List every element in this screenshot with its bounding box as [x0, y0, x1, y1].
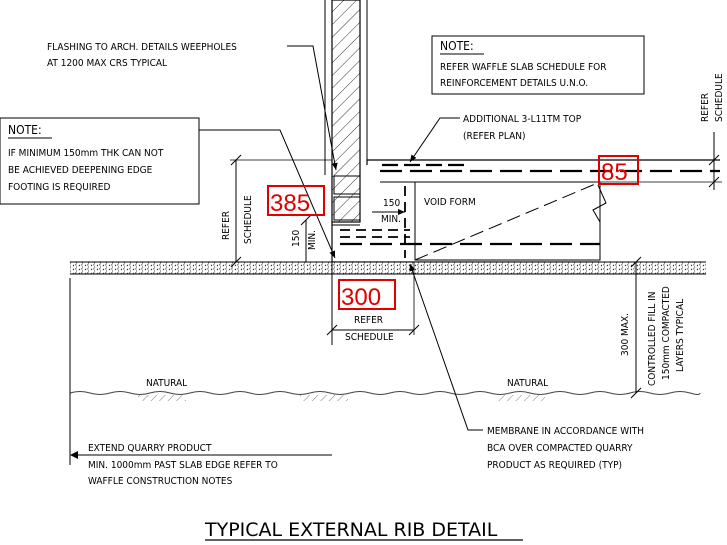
dim-150-horizontal: 150 [383, 198, 400, 209]
flashing-note-line-2: AT 1200 MAX CRS TYPICAL [47, 58, 167, 69]
note-left-title: NOTE: [8, 123, 42, 137]
leader-lines [70, 45, 483, 459]
refer-right-line-2: SCHEDULE [714, 73, 725, 122]
note-right-line-2: REINFORCEMENT DETAILS U.N.O. [440, 78, 588, 89]
refer-bottom-line-2: SCHEDULE [345, 332, 394, 343]
refer-right-line-1: REFER [700, 93, 711, 122]
dimension-lines [230, 132, 722, 399]
membrane-note-line-1: MEMBRANE IN ACCORDANCE WITH [487, 426, 644, 437]
annotation-300: 300 [341, 284, 381, 311]
natural-ground [69, 391, 701, 401]
refer-left-line-2: SCHEDULE [243, 195, 254, 244]
reinforcement [340, 163, 720, 258]
void-form-label: VOID FORM [424, 197, 476, 208]
max-300-label: 300 MAX. [620, 313, 631, 356]
fill-note-line-1: CONTROLLED FILL IN [647, 292, 658, 387]
note-right-title: NOTE: [440, 39, 474, 53]
additional-bars-line-2: (REFER PLAN) [463, 131, 525, 142]
natural-label-right: NATURAL [507, 378, 548, 389]
void-form [414, 181, 607, 261]
note-left-line-2: BE ACHIEVED DEEPENING EDGE [8, 165, 153, 176]
fill-note-line-2: 150mm COMPACTED [661, 286, 672, 380]
note-left-line-3: FOOTING IS REQUIRED [8, 182, 110, 193]
dim-min-vertical: MIN. [307, 230, 318, 250]
quarry-fill [70, 261, 706, 275]
dim-150-vertical: 150 [291, 230, 302, 247]
extend-note-line-1: EXTEND QUARRY PRODUCT [88, 443, 212, 454]
note-right-line-1: REFER WAFFLE SLAB SCHEDULE FOR [440, 62, 606, 73]
refer-bottom-line-1: REFER [354, 315, 383, 326]
extend-note-line-3: WAFFLE CONSTRUCTION NOTES [88, 476, 233, 487]
membrane-note-line-2: BCA OVER COMPACTED QUARRY [487, 443, 633, 454]
annotation-385: 385 [270, 190, 310, 217]
note-left-line-1: IF MINIMUM 150mm THK CAN NOT [8, 148, 164, 159]
notes-box [0, 35, 645, 205]
refer-left-line-1: REFER [221, 211, 232, 240]
natural-label-left: NATURAL [146, 378, 187, 389]
dim-min-horizontal: MIN. [381, 214, 401, 225]
extend-note-line-2: MIN. 1000mm PAST SLAB EDGE REFER TO [88, 460, 278, 471]
fill-note-line-3: LAYERS TYPICAL [675, 299, 686, 372]
slab-outline [331, 159, 720, 263]
brick-wall [324, 0, 368, 223]
detail-title: TYPICAL EXTERNAL RIB DETAIL [204, 519, 498, 541]
membrane-note-line-3: PRODUCT AS REQUIRED (TYP) [487, 460, 622, 471]
annotation-boxes [267, 155, 639, 310]
additional-bars-line-1: ADDITIONAL 3-L11TM TOP [463, 114, 582, 125]
flashing-note-line-1: FLASHING TO ARCH. DETAILS WEEPHOLES [47, 42, 237, 53]
annotation-85: 85 [601, 159, 628, 186]
